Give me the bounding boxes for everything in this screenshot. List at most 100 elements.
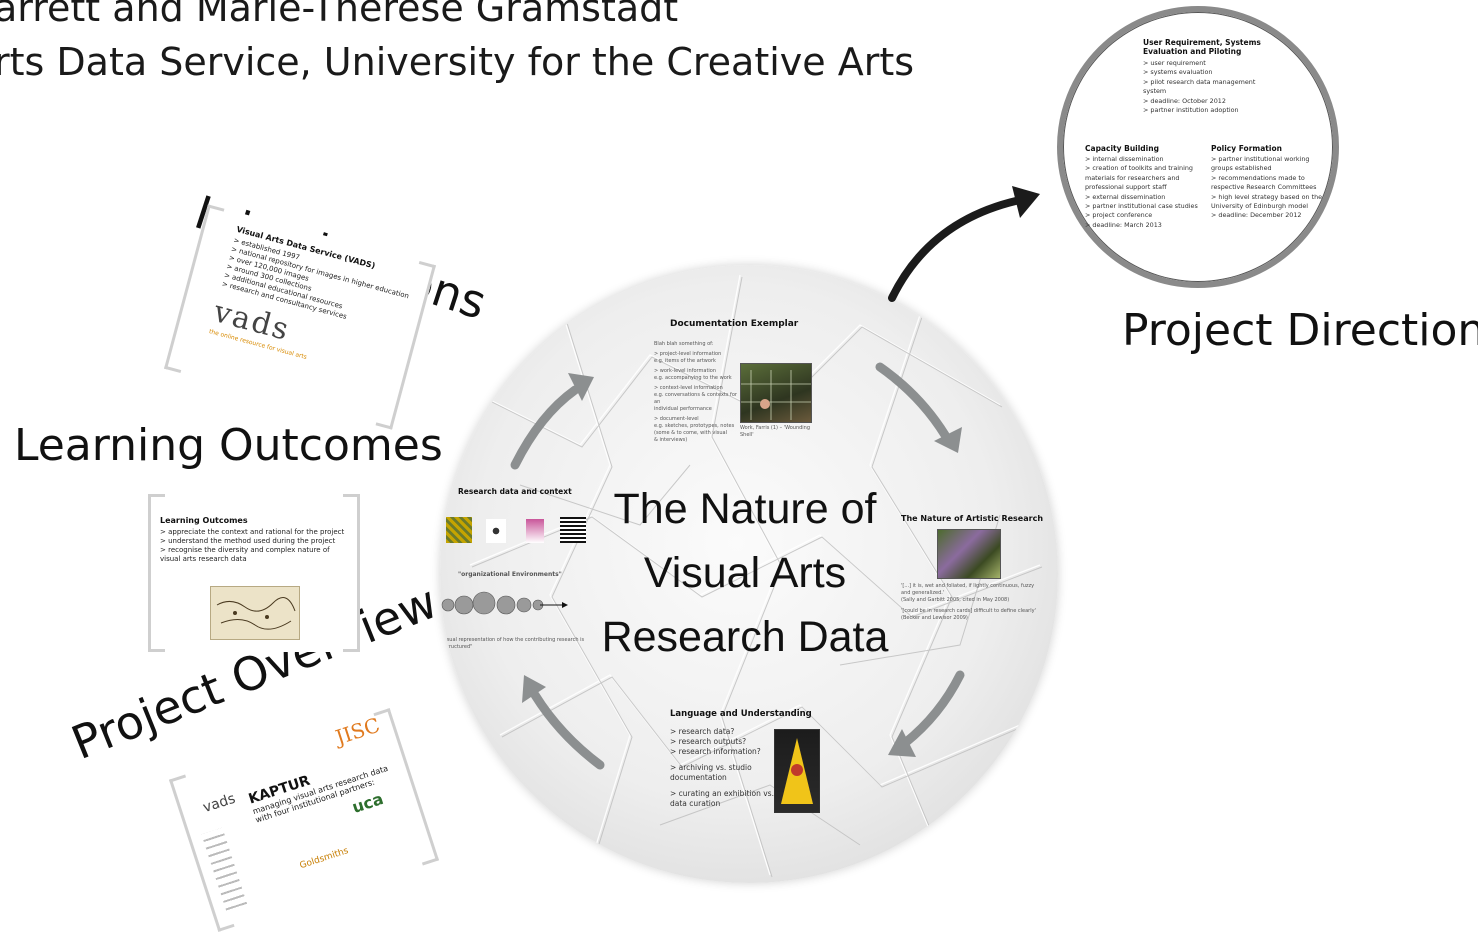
slide-bracket-right [343, 494, 360, 652]
language-line: > archiving vs. studio [670, 763, 752, 772]
learning-outcomes-label[interactable]: Learning Outcomes [14, 420, 443, 471]
capacity-building-title: Capacity Building [1085, 144, 1159, 153]
project-direction-circle[interactable]: User Requirement, Systems Evaluation and… [1057, 6, 1339, 288]
policy-line: > recommendations made to [1211, 173, 1305, 182]
artwork-photo [937, 529, 1001, 579]
introductions-slide[interactable]: Visual Arts Data Service (VADS) > establ… [164, 204, 436, 430]
cycle-arrow-up [510, 385, 580, 470]
doc-line: > context-level information [654, 385, 723, 391]
doc-line: > project-level information [654, 351, 722, 357]
capacity-line: > internal dissemination [1085, 155, 1164, 163]
policy-line: University of Edinburgh model [1211, 202, 1309, 211]
artistic-line: '[could be in research cards] difficult … [901, 608, 1036, 614]
capacity-line: > partner institutional case studies [1085, 202, 1198, 211]
doc-line: > document-level [654, 416, 699, 422]
direction-top-line: > deadline: October 2012 [1143, 96, 1226, 105]
research-context-title: Research data and context [458, 487, 572, 496]
organizational-environments-diagram [441, 591, 568, 615]
doc-line: (some & to come, with visual [654, 430, 727, 436]
jisc-logo: JISC [332, 712, 383, 750]
slide-bracket-right [373, 708, 440, 866]
project-overview-slide[interactable]: JISC vads KAPTUR managing visual arts re… [168, 708, 440, 932]
thumbnail-pattern [560, 517, 586, 543]
photo-caption: Work, Farris (1) – 'Wounding Shell' [740, 425, 811, 438]
slide-bracket-left [148, 494, 165, 652]
artistic-line: '[...] it is, wet and foliated, if light… [901, 583, 1035, 589]
documentation-notes: Blah blah something of: > project-level … [654, 341, 744, 444]
thumbnail-sketch [486, 519, 506, 543]
direction-top-line: > systems evaluation [1143, 68, 1213, 77]
doc-line: > work-level information [654, 368, 717, 374]
goldsmiths-logo: Goldsmiths [298, 846, 350, 872]
doc-line: individual performance [654, 406, 712, 412]
capacity-line: > external dissemination [1085, 192, 1166, 201]
policy-line: > high level strategy based on the [1211, 192, 1323, 201]
capacity-line: > creation of toolkits and training [1085, 164, 1193, 173]
policy-line: > deadline: December 2012 [1211, 211, 1302, 220]
research-context-caption: Visual representation of how the contrib… [442, 637, 585, 650]
main-topic-circle[interactable]: Documentation Exemplar Blah blah somethi… [440, 265, 1058, 883]
cycle-arrowhead [934, 427, 962, 453]
documentation-exemplar-frame[interactable]: Documentation Exemplar [670, 319, 798, 329]
artistic-line: (Sally and Garbitt 2005, cited in May 20… [901, 597, 1010, 603]
doc-line: e.g. accompanying to the work [654, 375, 732, 381]
cycle-arrow-left [530, 690, 605, 770]
direction-top-line: > partner institution adoption [1143, 106, 1239, 115]
capacity-line: > project conference [1085, 211, 1153, 220]
capacity-line: materials for researchers and [1085, 173, 1180, 182]
presentation-affiliation: rts Data Service, University for the Cre… [0, 40, 915, 84]
research-context-frame[interactable]: Research data and context [458, 487, 572, 496]
thumbnail-yellow [446, 517, 472, 543]
doc-line: & interviews) [654, 437, 688, 443]
artistic-line: (Becker and Lewisor 2009) [901, 615, 968, 621]
language-line: > research information? [670, 747, 761, 756]
language-line: > curating an exhibition vs. [670, 789, 774, 798]
language-notes: > research data? > research outputs? > r… [670, 727, 774, 809]
presentation-authors: arrett and Marie-Therese Gramstadt [0, 0, 679, 30]
center-title[interactable]: The Nature of Visual Arts Research Data [585, 477, 905, 669]
uca-logo: uca [349, 789, 386, 817]
cycle-arrow-right [875, 362, 950, 440]
learning-outcomes-slide[interactable]: Learning Outcomes > appreciate the conte… [148, 494, 360, 652]
cycle-arrowhead [888, 729, 916, 757]
direction-top-line: > pilot research data management [1143, 77, 1256, 86]
map-sketch-image [210, 586, 300, 640]
language-title: Language and Understanding [670, 709, 812, 719]
greenhouse-photo [740, 363, 812, 423]
cycle-arrowhead [568, 373, 594, 401]
language-frame[interactable]: Language and Understanding [670, 709, 812, 719]
wet-floor-sign-photo [774, 729, 820, 813]
cycle-arrowhead [522, 675, 546, 703]
artistic-notes: '[...] it is, wet and foliated, if light… [901, 583, 1036, 622]
direction-top-title: Evaluation and Piloting [1143, 47, 1242, 56]
direction-arrow [888, 186, 1040, 302]
learning-line: > understand the method used during the … [160, 537, 336, 545]
artistic-research-frame[interactable]: The Nature of Artistic Research [901, 514, 1043, 523]
language-line: documentation [670, 773, 727, 782]
organizational-environments-label: "organizational Environments" [458, 571, 562, 578]
direction-top-line: system [1143, 87, 1167, 96]
direction-top-title: User Requirement, Systems [1143, 38, 1261, 47]
policy-formation-title: Policy Formation [1211, 144, 1282, 153]
project-direction-label[interactable]: Project Direction [1122, 305, 1478, 356]
doc-line: Blah blah something of: [654, 341, 714, 347]
thumbnail-pink [526, 519, 544, 543]
artistic-research-title: The Nature of Artistic Research [901, 514, 1044, 523]
documentation-title: Documentation Exemplar [670, 319, 799, 329]
center-title-line: Research Data [601, 613, 889, 661]
cycle-arrow-down [900, 670, 965, 748]
learning-line: > appreciate the context and rational fo… [160, 528, 345, 536]
direction-top-line: > user requirement [1143, 59, 1206, 67]
doc-line: e.g. sketches, prototypes, notes [654, 423, 735, 429]
crumpled-paper-texture [459, 274, 1043, 878]
capacity-line: > deadline: March 2013 [1085, 220, 1162, 229]
policy-line: groups established [1211, 164, 1272, 173]
artistic-line: and generalized.' [901, 590, 945, 596]
capacity-line: professional support staff [1085, 183, 1167, 192]
language-line: > research data? [670, 727, 735, 736]
center-title-line: Visual Arts [643, 549, 847, 597]
center-title-line: The Nature of [613, 485, 877, 533]
learning-slide-title: Learning Outcomes [160, 516, 248, 525]
policy-line: respective Research Committees [1211, 183, 1317, 192]
doc-line: e.g. conversations & contexts for an [654, 392, 737, 405]
